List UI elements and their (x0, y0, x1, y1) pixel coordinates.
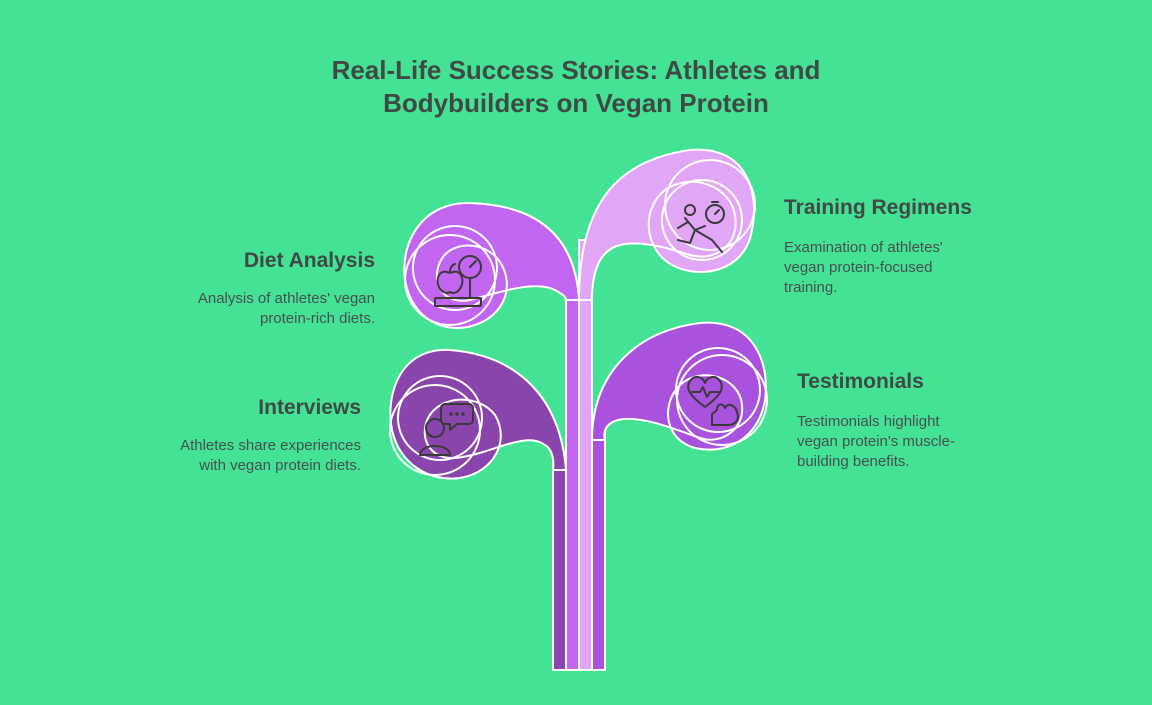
desc-training-line-2: vegan protein-focused (784, 259, 933, 276)
diagram-title: Real-Life Success Stories: Athletes and … (0, 54, 1152, 120)
heading-diet-analysis: Diet Analysis (243, 249, 375, 272)
branch-training (577, 148, 756, 301)
branch-interviews (389, 348, 568, 480)
stem-diet (565, 299, 580, 671)
desc-training-line-3: training. (784, 279, 838, 296)
desc-diet-analysis: Analysis of athletes' vegan protein-rich… (150, 289, 375, 329)
stem-interviews (552, 454, 567, 671)
stem-training (578, 239, 593, 671)
title-line-2: Bodybuilders on Vegan Protein (383, 88, 769, 118)
desc-testimonials-line-1: Testimonials highlight (797, 413, 940, 430)
desc-interviews: Athletes share experiences with vegan pr… (130, 436, 361, 476)
desc-testimonials: Testimonials highlight vegan protein's m… (797, 412, 1027, 472)
desc-testimonials-line-3: building benefits. (797, 453, 910, 470)
scale-apple-icon (434, 255, 482, 307)
title-line-1: Real-Life Success Stories: Athletes and (331, 55, 821, 85)
heading-testimonials: Testimonials (797, 370, 924, 393)
desc-diet-line-2: protein-rich diets. (259, 310, 375, 327)
heading-interviews: Interviews (258, 396, 361, 419)
desc-testimonials-line-2: vegan protein's muscle- (797, 433, 955, 450)
runner-stopwatch-icon (677, 201, 725, 253)
desc-interviews-line-2: with vegan protein diets. (199, 457, 361, 474)
heart-muscle-icon (687, 375, 739, 426)
stem-testimonials (591, 419, 606, 671)
person-speech-bubble-icon (419, 403, 474, 456)
branch-testimonials (590, 321, 768, 451)
desc-training-regimens: Examination of athletes' vegan protein-f… (784, 238, 1014, 298)
desc-diet-line-1: Analysis of athletes' vegan (197, 290, 375, 307)
stems (552, 239, 606, 671)
heading-training-regimens: Training Regimens (784, 196, 972, 219)
desc-interviews-line-1: Athletes share experiences (180, 437, 361, 454)
branch-diet (403, 201, 581, 329)
desc-training-line-1: Examination of athletes' (784, 239, 943, 256)
